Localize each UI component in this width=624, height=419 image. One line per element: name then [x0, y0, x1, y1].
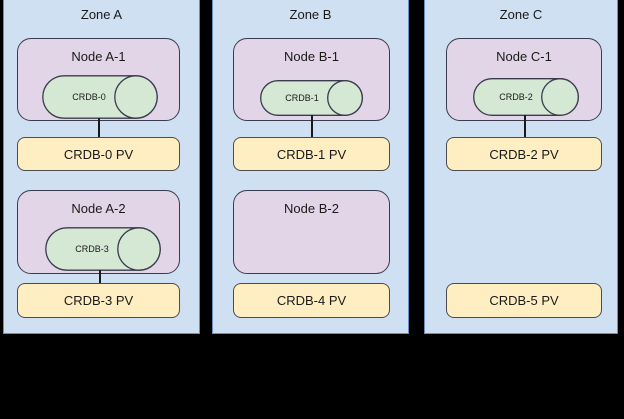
pod-crdb-1-label: CRDB-1	[285, 93, 319, 103]
pod-crdb-3-label: CRDB-3	[75, 244, 109, 254]
cylinder-icon	[42, 75, 158, 119]
pv-crdb-3[interactable]: CRDB-3 PV	[17, 283, 180, 318]
pv-crdb-2-label: CRDB-2 PV	[489, 146, 559, 162]
node-a-1-title: Node A-1	[71, 49, 126, 64]
pv-crdb-5[interactable]: CRDB-5 PV	[446, 283, 602, 318]
pv-crdb-0-label: CRDB-0 PV	[63, 146, 134, 162]
pv-crdb-5-label: CRDB-5 PV	[489, 293, 559, 308]
pod-crdb-2-label: CRDB-2	[499, 92, 533, 102]
pod-crdb-0[interactable]: CRDB-0	[42, 75, 158, 119]
node-b-1-title: Node B-1	[284, 49, 339, 64]
zone-a-title: Zone A	[80, 7, 123, 22]
pv-crdb-1-label: CRDB-1 PV	[276, 146, 347, 162]
cylinder-icon	[45, 227, 161, 271]
zone-c-title: Zone C	[499, 7, 543, 22]
connector-crdb-2	[524, 115, 526, 140]
cylinder-icon	[260, 80, 363, 116]
pod-crdb-3[interactable]: CRDB-3	[45, 227, 161, 271]
pv-crdb-3-label: CRDB-3 PV	[63, 293, 134, 308]
connector-crdb-3	[99, 270, 101, 285]
node-b-2[interactable]: Node B-2	[233, 190, 390, 274]
pv-crdb-4-label: CRDB-4 PV	[276, 293, 347, 308]
node-c-1-title: Node C-1	[496, 49, 552, 64]
connector-crdb-1	[311, 115, 313, 140]
pod-crdb-1[interactable]: CRDB-1	[260, 80, 363, 116]
connector-crdb-0	[98, 118, 100, 140]
pv-crdb-2[interactable]: CRDB-2 PV	[446, 137, 602, 171]
pod-crdb-0-label: CRDB-0	[72, 92, 106, 102]
node-b-2-title: Node B-2	[284, 201, 339, 216]
node-a-2-title: Node A-2	[71, 201, 126, 216]
pod-crdb-2[interactable]: CRDB-2	[473, 78, 579, 116]
zone-b-title: Zone B	[289, 7, 332, 22]
pv-crdb-1[interactable]: CRDB-1 PV	[233, 137, 390, 171]
pv-crdb-4[interactable]: CRDB-4 PV	[233, 283, 390, 318]
pv-crdb-0[interactable]: CRDB-0 PV	[17, 137, 180, 171]
cylinder-icon	[473, 78, 579, 116]
